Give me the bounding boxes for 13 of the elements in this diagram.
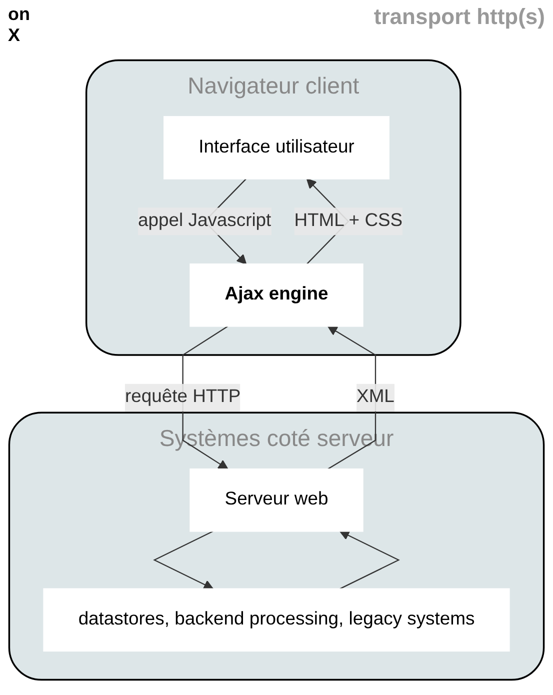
arrow (339, 530, 400, 590)
text-fragment: X (8, 25, 22, 46)
node-box: datastores, backend processing, legacy systems (43, 588, 510, 652)
node-box: Ajax engine (190, 263, 364, 327)
node-box: Interface utilisateur (164, 116, 390, 180)
text-fragment: on (8, 4, 30, 25)
section-label: transport http(s) (374, 4, 545, 30)
edge-label: XML (356, 387, 394, 407)
edge-label: HTML + CSS (294, 211, 403, 231)
edge-label: appel Javascript (138, 211, 272, 231)
edge-label: requête HTTP (124, 387, 241, 407)
arrow (153, 530, 214, 590)
node-box: Serveur web (190, 468, 364, 532)
